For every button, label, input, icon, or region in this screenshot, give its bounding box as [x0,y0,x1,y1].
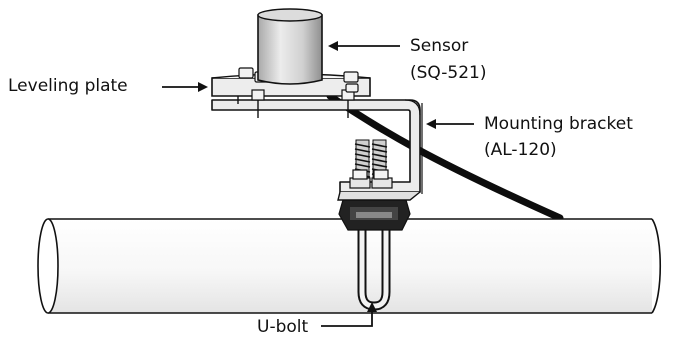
sensor-label: Sensor [410,36,469,56]
spring-studs [349,139,393,189]
sensor-model-label: (SQ-521) [410,63,487,83]
sensor-body [257,8,323,85]
mounting-bracket-model-label: (AL-120) [484,140,557,160]
u-bolt-label: U-bolt [257,317,309,337]
leveling-plate-label: Leveling plate [8,76,128,96]
u-bolt-clamp [338,199,411,231]
pipe [37,218,661,314]
pointer-arrows [162,41,474,327]
mounting-bracket-label: Mounting bracket [484,114,633,134]
mounting-bracket [211,99,423,201]
